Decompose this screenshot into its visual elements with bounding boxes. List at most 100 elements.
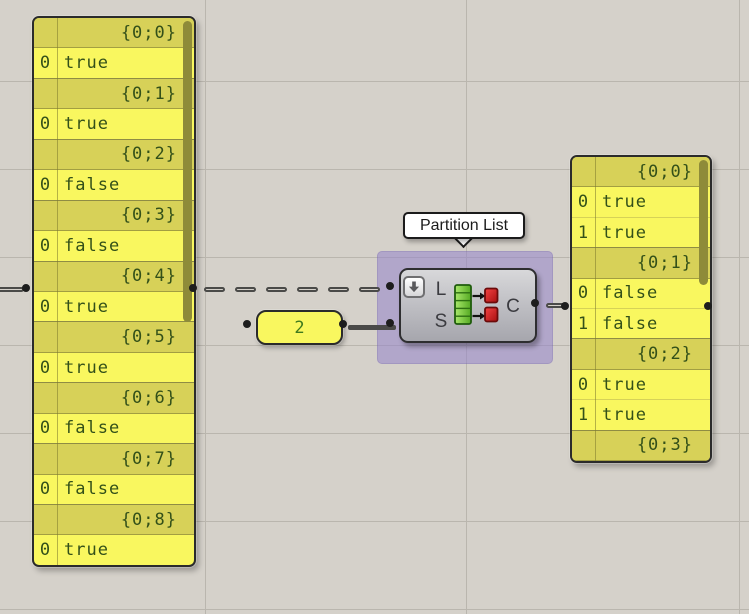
left-panel-output-port[interactable] [189,284,197,292]
left-panel-input-port[interactable] [22,284,30,292]
wire-number-to-input-S[interactable] [348,325,396,330]
item-index: 0 [39,53,52,74]
item-value: false [64,479,121,500]
item-value: true [602,222,647,243]
right-panel-input-port[interactable] [561,302,569,310]
data-item-row: 1 true [572,216,710,247]
tooltip-label: Partition List [419,216,509,234]
grid-line [0,257,749,258]
tree-path-label: {0;6} [120,387,177,408]
component-input-L-port[interactable] [386,282,394,290]
item-value: false [64,418,121,439]
item-index: 1 [577,222,590,243]
wire-dash [297,287,318,292]
data-item-row: 0 true [34,353,194,382]
data-item-row: 0 false [34,475,194,504]
item-value: false [64,174,121,195]
grid-line [0,345,749,346]
item-index: 0 [39,357,52,378]
grid-line [0,609,749,610]
data-item-row: 0 false [34,170,194,199]
tree-path-row: {0;3} [34,199,194,232]
tree-path-label: {0;2} [120,144,177,165]
number-panel[interactable]: 2 [256,310,343,345]
item-index: 0 [39,540,52,561]
right-panel-output-port[interactable] [704,302,712,310]
grid-line [205,0,206,614]
data-panel-left[interactable]: {0;0} 0 true {0;1} 0 true {0;2} 0 false {0;3} 0 fal… [32,16,196,567]
grid-line [0,521,749,522]
panel-scrollbar-thumb[interactable] [183,21,192,322]
item-index: 0 [39,114,52,135]
tree-path-row: {0;2} [572,338,710,370]
data-item-row: 0 true [34,48,194,77]
item-value: false [64,235,121,256]
data-item-row: 0 true [34,109,194,138]
component-output-C-port[interactable] [531,299,539,307]
grid-line [0,169,749,170]
item-value: true [602,404,647,425]
tree-path-row: {0;0} [572,157,710,188]
panel-row-list: {0;0} 0 true {0;1} 0 true {0;2} 0 false {0;3} 0 fal… [34,18,194,565]
item-index: 0 [39,174,52,195]
data-item-row: 1 true [572,399,710,429]
item-index: 0 [39,235,52,256]
number-output-port[interactable] [339,320,347,328]
item-value: true [64,357,109,378]
tree-path-label: {0;3} [636,435,693,456]
item-index: 0 [39,479,52,500]
input-label-L: L [435,279,447,300]
item-index: 0 [39,296,52,317]
tree-path-row: {0;0} [34,18,194,49]
partition-list-component[interactable]: L S C [399,268,537,343]
tree-path-row: {0;1} [34,77,194,110]
number-panel-value: 2 [294,317,305,338]
tree-path-row: {0;4} [34,260,194,292]
item-value: true [64,114,109,135]
wire-dash [266,287,287,292]
number-input-port[interactable] [243,320,251,328]
wire-dash [204,287,225,292]
tree-path-row: {0;1} [572,247,710,279]
tree-path-label: {0;8} [120,509,177,530]
item-index: 0 [39,418,52,439]
item-index: 1 [577,313,590,334]
tree-path-label: {0;1} [636,252,693,273]
tree-path-label: {0;0} [120,22,177,43]
output-label-C: C [506,296,520,317]
item-index: 0 [577,283,590,304]
index-column-divider [57,18,58,565]
component-input-S-port[interactable] [386,319,394,327]
tree-path-label: {0;3} [120,205,177,226]
tree-path-label: {0;4} [120,266,177,287]
data-item-row: 0 true [572,370,710,399]
component-menu-button[interactable] [403,276,425,298]
data-item-row: 0 false [34,231,194,260]
tree-path-row: {0;3} [572,429,710,461]
item-value: true [602,374,647,395]
grid-line [739,0,740,614]
tree-path-row: {0;2} [34,138,194,171]
panel-scrollbar-thumb[interactable] [699,160,708,285]
tree-path-row: {0;6} [34,382,194,414]
tree-path-label: {0;2} [636,344,693,365]
item-value: true [64,53,109,74]
tree-path-row: {0;5} [34,321,194,353]
grid-line [0,81,749,82]
item-value: true [602,192,647,213]
grid-line [0,433,749,434]
index-column-divider [595,157,596,461]
data-item-row: 0 false [34,414,194,443]
item-index: 1 [577,404,590,425]
input-label-S: S [434,311,448,332]
tree-path-label: {0;7} [120,448,177,469]
item-index: 0 [577,374,590,395]
